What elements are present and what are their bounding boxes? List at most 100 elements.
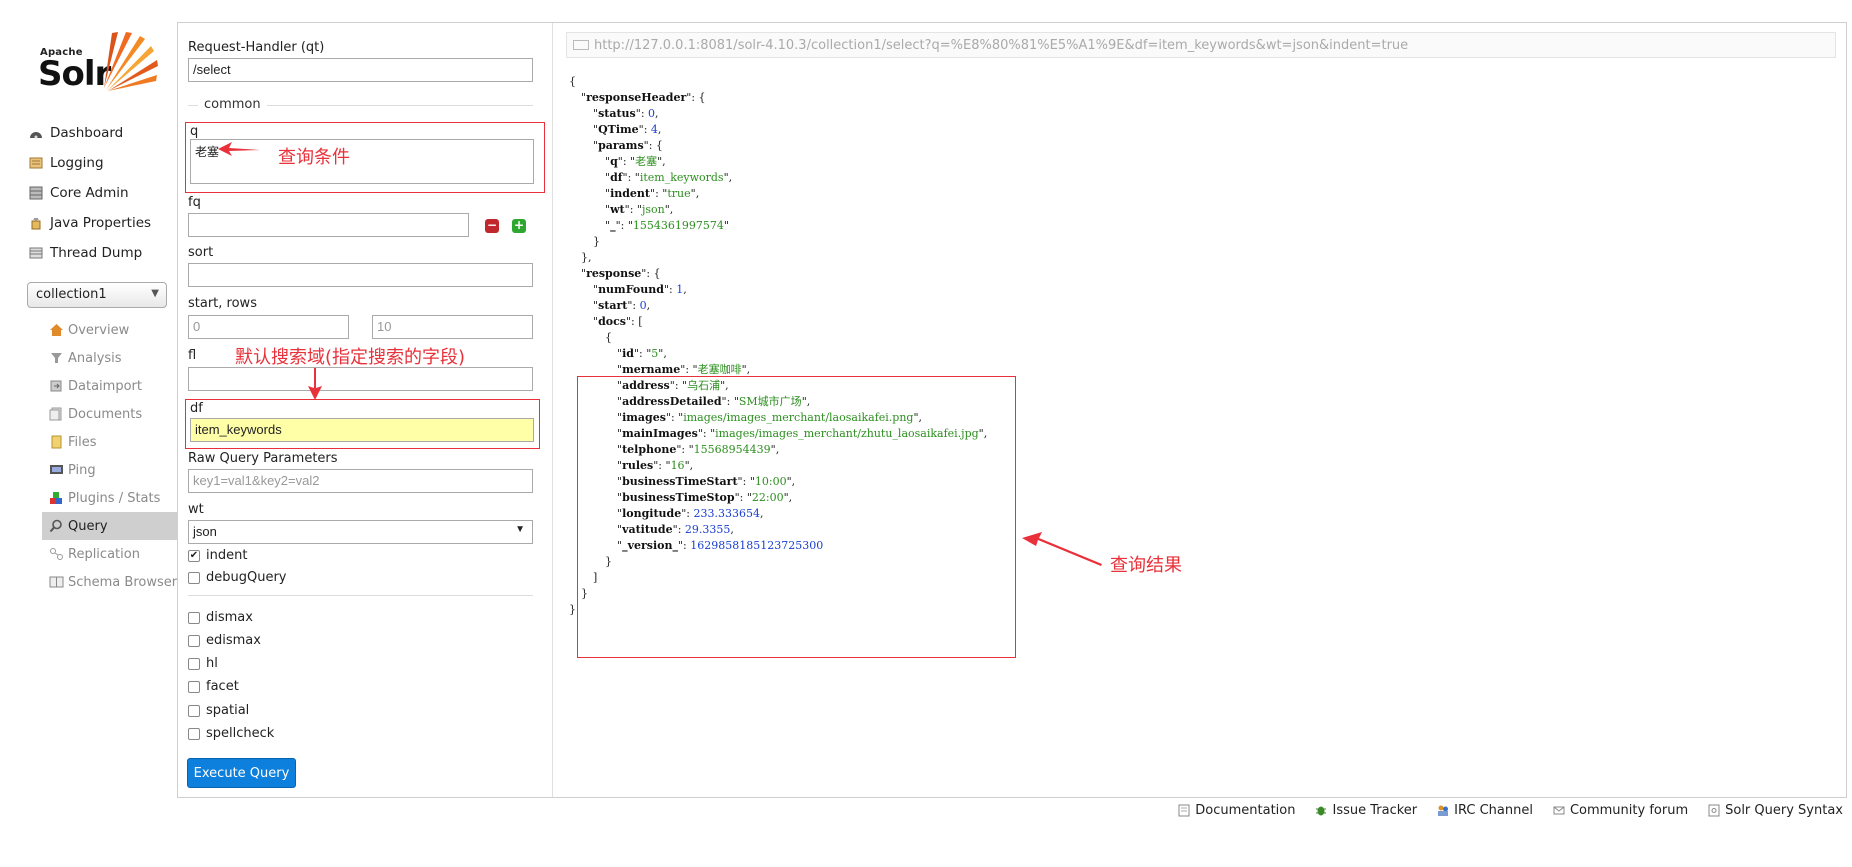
json-punctuation: , [759,507,764,520]
json-line: { [605,330,612,346]
debug-query-option[interactable]: debugQuery [188,570,287,585]
core-nav-replication[interactable]: Replication [42,540,178,568]
core-nav-schema-browser[interactable]: Schema Browser [42,568,178,596]
json-line: "mername": "老塞咖啡", [617,363,751,376]
sort-input[interactable] [188,263,533,287]
request-url-text: http://127.0.0.1:8081/solr-4.10.3/collec… [594,37,1409,53]
documents-icon [49,407,62,421]
core-nav-label: Files [68,434,97,450]
plugins-icon [50,492,62,504]
core-nav-analysis[interactable]: Analysis [42,344,178,372]
json-string-value: 15568954439 [693,443,771,456]
fq-input[interactable] [188,213,469,237]
core-nav-label: Ping [68,462,96,478]
edismax-checkbox[interactable] [188,634,200,647]
json-key: numFound [598,283,664,296]
nav-logging[interactable]: Logging [28,148,151,178]
json-line: "start": 0, [593,299,651,312]
footer-issue-tracker-link[interactable]: Issue Tracker [1315,803,1417,818]
raw-query-input[interactable]: key1=val1&key2=val2 [188,469,533,493]
indent-option[interactable]: ✔ indent [188,548,247,563]
json-key: params [598,139,644,152]
nav-thread-dump[interactable]: Thread Dump [28,238,151,268]
core-nav-dataimport[interactable]: Dataimport [42,372,178,400]
core-nav-label: Documents [68,406,143,422]
json-punctuation: , [725,379,729,392]
footer-documentation-link[interactable]: Documentation [1178,803,1295,818]
debug-query-checkbox[interactable] [188,571,200,584]
json-key: telphone [622,443,677,456]
json-line: "df": "item_keywords", [605,171,733,184]
json-key: rules [622,459,654,472]
json-punctuation: , [775,443,780,456]
nav-java-properties[interactable]: Java Properties [28,208,151,238]
spatial-checkbox[interactable] [188,704,200,717]
json-key: _version_ [622,539,678,552]
hl-checkbox[interactable] [188,657,200,670]
dismax-option[interactable]: dismax [188,610,253,625]
json-key: status [598,107,636,120]
fl-label: fl [188,348,197,363]
ping-icon [50,465,63,474]
df-input[interactable]: item_keywords [190,418,534,442]
footer-links: Documentation Issue Tracker IRC Channel … [1158,803,1843,818]
core-nav-label: Analysis [68,350,122,366]
core-nav-ping[interactable]: Ping [42,456,178,484]
core-nav-plugins-stats[interactable]: Plugins / Stats [42,484,178,512]
bug-icon [1316,806,1327,816]
dataimport-icon [50,380,62,392]
q-label: q [190,124,199,139]
core-nav-files[interactable]: Files [42,428,178,456]
core-nav-query[interactable]: Query [42,512,178,540]
wt-label: wt [188,502,204,517]
facet-checkbox[interactable] [188,680,200,693]
edismax-option[interactable]: edismax [188,633,261,648]
request-handler-label: Request-Handler (qt) [188,40,325,55]
core-selector[interactable]: collection1 ▼ [27,282,167,308]
core-nav-label: Plugins / Stats [68,490,161,506]
result-highlight-box [577,376,1016,658]
json-number-value: 29.3355 [684,523,731,536]
json-string-value: 22:00 [751,491,784,504]
json-number-value: 4 [650,123,658,136]
spellcheck-option[interactable]: spellcheck [188,726,274,741]
indent-checkbox[interactable]: ✔ [188,549,200,562]
nav-core-admin[interactable]: Core Admin [28,178,151,208]
core-nav-overview[interactable]: Overview [42,316,178,344]
spellcheck-checkbox[interactable] [188,727,200,740]
rows-input[interactable]: 10 [372,315,533,339]
nav-dashboard[interactable]: Dashboard [28,118,151,148]
footer-solr-query-syntax-link[interactable]: Solr Query Syntax [1708,803,1843,818]
dismax-checkbox[interactable] [188,611,200,624]
hl-option[interactable]: hl [188,656,218,671]
main-nav: Dashboard Logging Core Admin Java Proper… [28,118,151,268]
logo-apache-text: Apache [40,47,83,58]
json-key: response [586,267,642,280]
schema-icon [49,576,64,588]
wt-select[interactable]: json ▼ [188,520,533,544]
json-line: } [581,586,588,602]
core-nav: Overview Analysis Dataimport Documents F… [42,316,178,596]
solr-logo[interactable]: Apache Solr [38,30,163,98]
json-string-value: 1554361997574 [632,219,724,232]
dismax-label: dismax [206,610,253,625]
q-textarea[interactable]: 老塞 [190,139,534,184]
start-input[interactable]: 0 [188,315,349,339]
spatial-option[interactable]: spatial [188,703,249,718]
request-handler-input[interactable]: /select [188,58,533,82]
add-fq-button[interactable]: + [512,219,526,233]
facet-option[interactable]: facet [188,679,239,694]
footer-community-forum-link[interactable]: Community forum [1553,803,1688,818]
json-line: "businessTimeStart": "10:00", [617,475,796,488]
footer-irc-channel-link[interactable]: IRC Channel [1437,803,1533,818]
json-punctuation: , [730,523,734,536]
execute-query-button[interactable]: Execute Query [187,758,296,788]
logging-icon [29,157,43,169]
json-bracket: } [605,555,612,568]
core-nav-documents[interactable]: Documents [42,400,178,428]
remove-fq-button[interactable]: − [485,219,499,233]
request-url-link[interactable]: http://127.0.0.1:8081/solr-4.10.3/collec… [566,32,1836,58]
fl-input[interactable] [188,367,533,391]
json-line: { [569,74,576,90]
json-line: "numFound": 1, [593,283,687,296]
